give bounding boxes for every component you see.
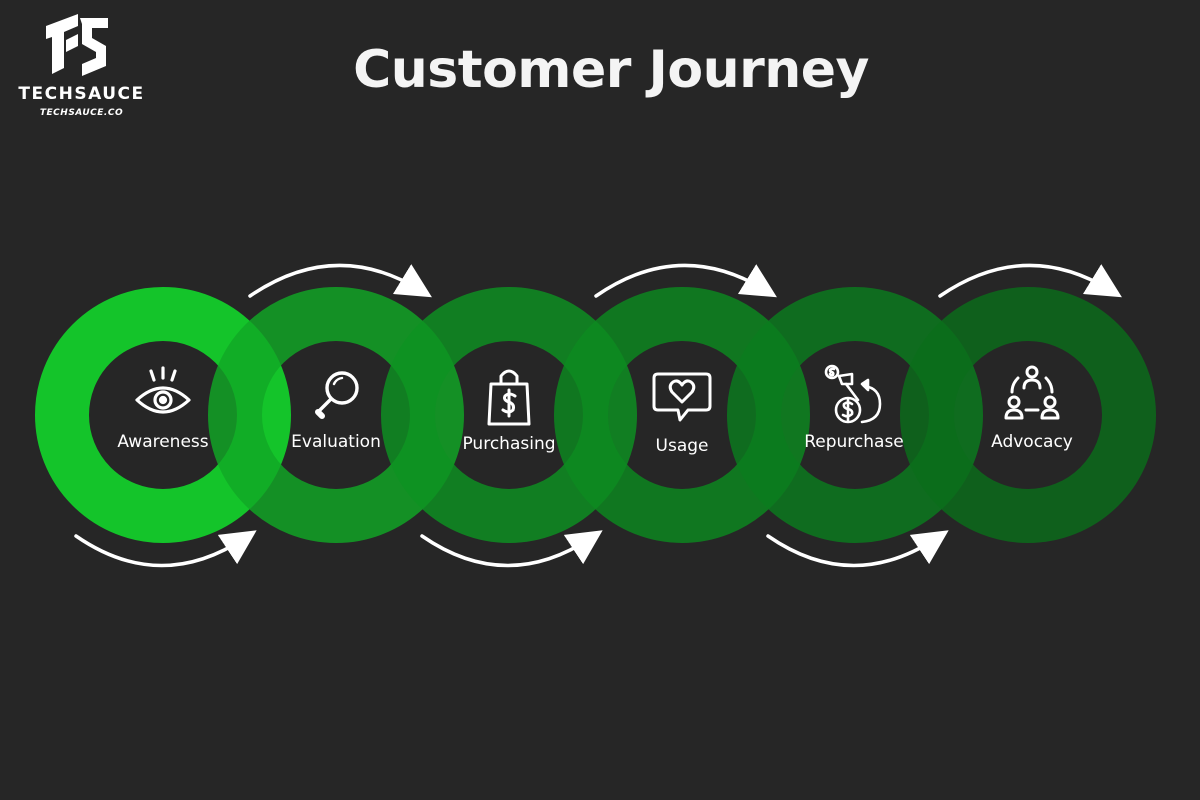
brand-url: TECHSAUCE.CO: [39, 108, 124, 118]
stage-label: Evaluation: [291, 432, 381, 452]
ring-advocacy: [900, 287, 1156, 543]
stage-label: Repurchase: [804, 432, 904, 452]
flow-arrow-bottom-3: [766, 530, 949, 568]
stage-repurchase: Repurchase: [784, 362, 924, 452]
flow-arrow-bottom-2: [420, 530, 603, 568]
stage-purchasing: Purchasing: [439, 364, 579, 454]
heart-speech-bubble-icon: [652, 372, 712, 422]
people-network-icon: [1004, 365, 1060, 420]
brand-name: TECHSAUCE: [18, 84, 145, 104]
flow-arrow-top-1: [248, 263, 432, 298]
flow-arrow-top-2: [594, 263, 777, 298]
stage-label: Awareness: [117, 432, 209, 452]
stage-usage: Usage: [612, 366, 752, 456]
stage-advocacy: Advocacy: [962, 362, 1102, 452]
money-cycle-icon: [824, 364, 882, 424]
journey-arrows: [74, 263, 1122, 568]
ring-awareness: [35, 287, 291, 543]
stage-evaluation: Evaluation: [266, 362, 406, 452]
shopping-bag-dollar-icon: [487, 369, 531, 426]
flow-arrow-top-3: [938, 263, 1122, 298]
stage-label: Usage: [655, 436, 709, 456]
ring-evaluation: [208, 287, 464, 543]
stage-label: Advocacy: [991, 432, 1073, 452]
ring-purchasing: [381, 287, 637, 543]
magnifier-icon: [315, 371, 359, 419]
ring-repurchase: [727, 287, 983, 543]
techsauce-logo: TECHSAUCE TECHSAUCE.CO: [14, 12, 149, 124]
page-title: Customer Journey: [353, 40, 869, 100]
techsauce-logo-mark-icon: [46, 14, 108, 76]
eye-icon: [135, 366, 191, 414]
flow-arrow-bottom-1: [74, 530, 257, 568]
stage-awareness: Awareness: [93, 362, 233, 452]
stage-label: Purchasing: [462, 434, 556, 454]
ring-usage: [554, 287, 810, 543]
journey-rings: [35, 287, 1156, 543]
